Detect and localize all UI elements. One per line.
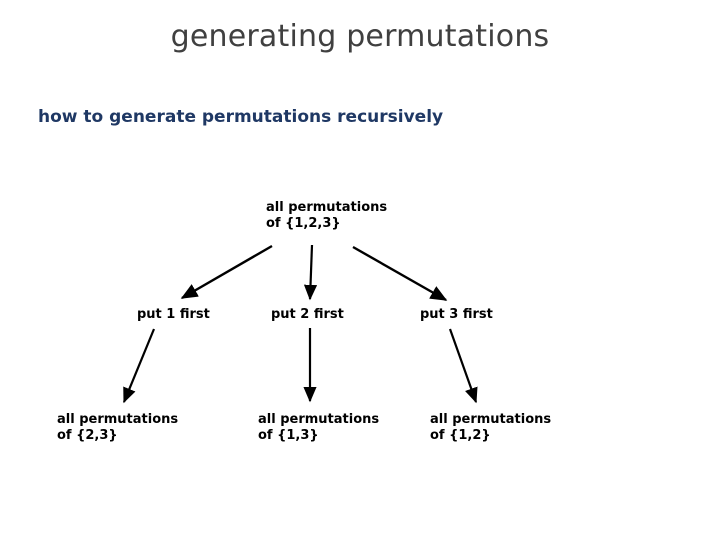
- arrow-put1-to-child1: [122, 328, 156, 404]
- edge-label-put-2-first: put 2 first: [271, 307, 344, 322]
- tree-node-child-2-line1: all permutations: [258, 412, 380, 427]
- page-title: generating permutations: [170, 19, 550, 54]
- tree-node-root: all permutations of {1,2,3}: [266, 200, 387, 232]
- tree-node-root-line2: of {1,2,3}: [266, 216, 341, 231]
- tree-node-child-2-line2: of {1,3}: [258, 428, 319, 443]
- arrow-root-to-put2: [303, 244, 318, 301]
- arrow-put3-to-child3: [448, 328, 478, 404]
- tree-node-child-1-line1: all permutations: [57, 412, 179, 427]
- arrow-root-to-put1: [180, 244, 273, 300]
- tree-node-child-3-line1: all permutations: [430, 412, 552, 427]
- slide-subtitle: how to generate permutations recursively: [38, 107, 444, 127]
- edge-label-put-1-first: put 1 first: [137, 307, 210, 322]
- tree-node-child-1: all permutations of {2,3}: [57, 412, 178, 444]
- tree-node-child-3-line2: of {1,2}: [430, 428, 491, 443]
- tree-node-child-1-line2: of {2,3}: [57, 428, 118, 443]
- tree-node-child-3: all permutations of {1,2}: [430, 412, 551, 444]
- tree-node-root-line1: all permutations: [266, 200, 388, 215]
- tree-node-child-2: all permutations of {1,3}: [258, 412, 379, 444]
- edge-label-put-3-first: put 3 first: [420, 307, 493, 322]
- arrow-root-to-put3: [352, 245, 448, 302]
